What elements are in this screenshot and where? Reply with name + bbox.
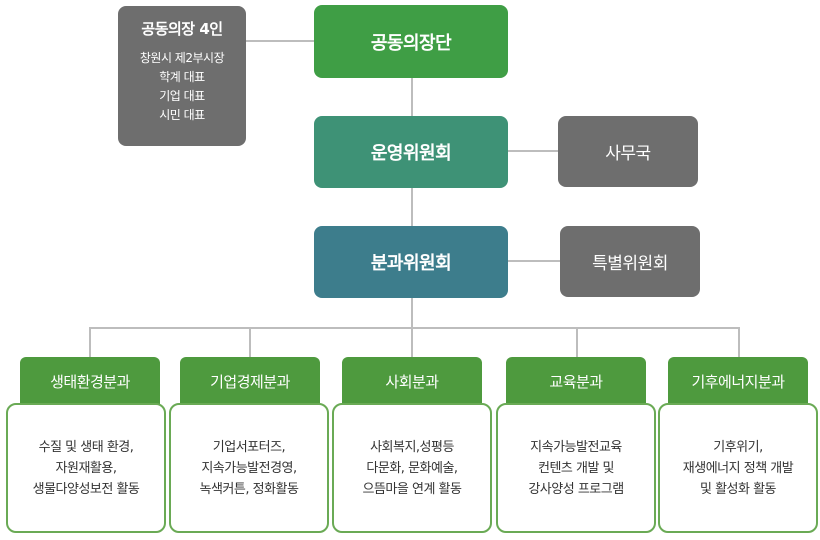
special-committee-box: 특별위원회 [560, 226, 700, 297]
subcommittee-board-box: 분과위원회 [314, 226, 508, 298]
co-chair-member: 기업 대표 [159, 89, 205, 103]
co-chair-member: 시민 대표 [159, 108, 205, 122]
subcommittee-name: 교육분과 [549, 372, 603, 391]
co-chairs-title: 공동의장 4인 [141, 20, 223, 38]
subcommittee-activity-line: 녹색커튼, 정화활동 [199, 481, 299, 497]
subcommittee-tab-ecology: 생태환경분과 [20, 357, 160, 405]
subcommittee-tab-climate-energy: 기후에너지분과 [668, 357, 808, 405]
joint-chair-group-box: 공동의장단 [314, 5, 508, 78]
subcommittee-activity-line: 다문화, 문화예술, [366, 460, 458, 476]
joint-chair-group-label: 공동의장단 [370, 32, 452, 54]
connector-chairgroup-to-steering [411, 78, 413, 116]
subcommittee-name: 생태환경분과 [50, 372, 130, 391]
connector-drop-3 [411, 327, 413, 357]
co-chairs-box: 공동의장 4인 창원시 제2부시장 학계 대표 기업 대표 시민 대표 [118, 6, 246, 146]
subcommittee-name: 기업경제분과 [210, 372, 290, 391]
subcommittee-board-label: 분과위원회 [370, 253, 452, 274]
subcommittee-activity-line: 기업서포터즈, [212, 439, 286, 455]
subcommittee-activity-line: 자원재활용, [55, 460, 117, 476]
connector-drop-5 [738, 327, 740, 357]
steering-committee-box: 운영위원회 [314, 116, 508, 188]
connector-cochairs-to-chairgroup [246, 40, 314, 42]
co-chair-member: 학계 대표 [159, 70, 205, 84]
connector-board-down [411, 298, 413, 328]
connector-steering-to-board [411, 188, 413, 226]
secretariat-label: 사무국 [605, 144, 651, 164]
subcommittee-activity-line: 수질 및 생태 환경, [38, 439, 134, 455]
subcommittee-activity-line: 지속가능발전교육 [530, 439, 622, 455]
subcommittee-tab-business: 기업경제분과 [180, 357, 320, 405]
subcommittee-card-business: 기업서포터즈, 지속가능발전경영, 녹색커튼, 정화활동 [169, 403, 329, 533]
subcommittee-tab-education: 교육분과 [506, 357, 646, 405]
connector-board-to-special [508, 260, 560, 262]
subcommittee-activity-line: 지속가능발전경영, [201, 460, 297, 476]
subcommittee-activity-line: 으뜸마을 연계 활동 [362, 481, 462, 497]
connector-drop-4 [576, 327, 578, 357]
subcommittee-card-society: 사회복지,성평등 다문화, 문화예술, 으뜸마을 연계 활동 [332, 403, 492, 533]
connector-drop-2 [249, 327, 251, 357]
subcommittee-activity-line: 기후위기, [713, 439, 763, 455]
subcommittee-name: 기후에너지분과 [691, 372, 785, 391]
subcommittee-name: 사회분과 [385, 372, 439, 391]
subcommittee-card-ecology: 수질 및 생태 환경, 자원재활용, 생물다양성보전 활동 [6, 403, 166, 533]
secretariat-box: 사무국 [558, 116, 698, 187]
subcommittee-activity-line: 및 활성화 활동 [699, 481, 777, 497]
connector-drop-1 [89, 327, 91, 357]
subcommittee-activity-line: 사회복지,성평등 [370, 439, 454, 455]
subcommittee-activity-line: 컨텐츠 개발 및 [537, 460, 615, 476]
special-committee-label: 특별위원회 [592, 254, 668, 274]
steering-committee-label: 운영위원회 [370, 143, 452, 164]
subcommittee-activity-line: 강사양성 프로그램 [528, 481, 624, 497]
subcommittee-card-education: 지속가능발전교육 컨텐츠 개발 및 강사양성 프로그램 [496, 403, 656, 533]
co-chair-member: 창원시 제2부시장 [139, 51, 225, 65]
subcommittee-activity-line: 생물다양성보전 활동 [32, 481, 140, 497]
subcommittee-tab-society: 사회분과 [342, 357, 482, 405]
connector-steering-to-secretariat [508, 150, 558, 152]
subcommittee-card-climate-energy: 기후위기, 재생에너지 정책 개발 및 활성화 활동 [658, 403, 818, 533]
subcommittee-activity-line: 재생에너지 정책 개발 [682, 460, 794, 476]
connector-horizontal-bus [89, 327, 740, 329]
